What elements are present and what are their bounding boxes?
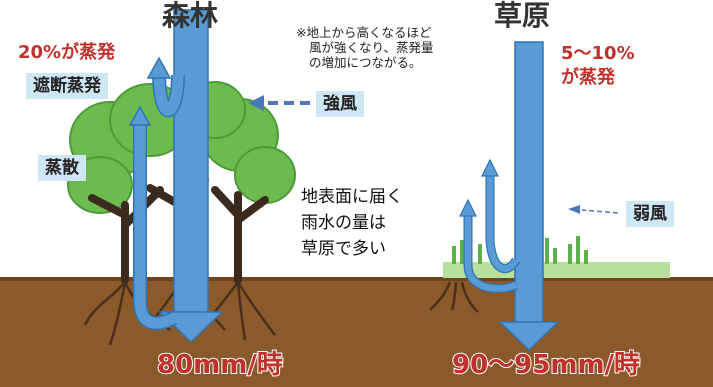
surface-note: 地表面に届く 雨水の量は 草原で多い [301,184,403,262]
transpiration-arrow [128,105,178,331]
grassland-evap-arrow-1 [481,158,520,274]
height-note: ※地上から高くなるほど 風が強くなり、蒸発量 の増加につながる。 [296,25,434,70]
surface-note-line-1: 地表面に届く [301,187,403,207]
weak-wind-arrow [568,205,619,214]
weak-wind-label: 弱風 [626,201,674,227]
grassland-evaporation-percent: 5〜10% が蒸発 [561,42,635,90]
forest-rain-arrow [158,9,224,344]
interception-label: 遮断蒸発 [26,73,108,99]
strong-wind-arrow [248,95,310,111]
grass-strip [443,262,670,278]
interception-arrow [146,56,185,118]
transpiration-label: 蒸散 [38,155,86,181]
soil-layer [0,278,713,387]
grassland-evap-line-2: が蒸発 [561,67,615,88]
soil-surface [0,277,713,281]
strong-wind-label: 強風 [316,91,364,117]
forest-evaporation-percent: 20%が蒸発 [18,42,116,63]
grassland-evap-arrow-2 [459,198,518,293]
grassland-title: 草原 [494,0,551,32]
surface-note-line-2: 雨水の量は [301,213,386,233]
grassland-evap-line-1: 5〜10% [561,43,635,64]
height-note-line-2: 風が強くなり、蒸発量 [309,40,434,55]
height-note-line-3: の増加につながる。 [309,55,422,70]
grassland-rain-arrow [498,41,560,352]
surface-note-line-3: 草原で多い [301,239,386,259]
forest-title: 森林 [162,0,219,32]
grassland-rainfall: 90〜95mm/時 [451,349,641,381]
height-note-line-1: ※地上から高くなるほど [296,25,432,40]
forest-rainfall: 80mm/時 [156,349,284,381]
